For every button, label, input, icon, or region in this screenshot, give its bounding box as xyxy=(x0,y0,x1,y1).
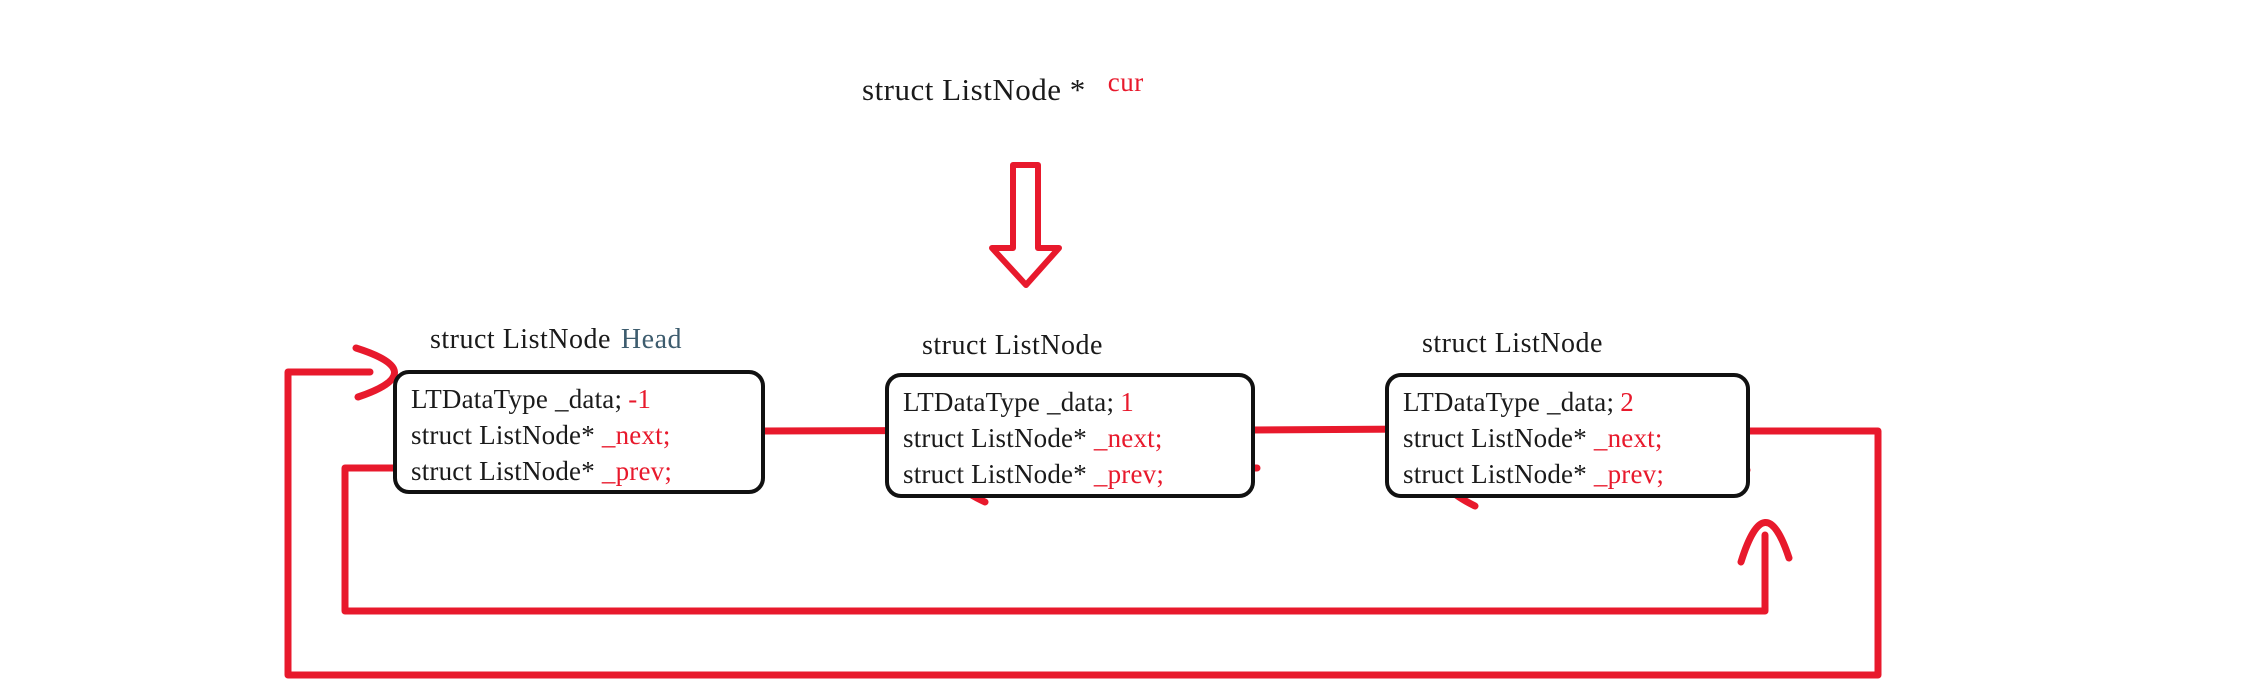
node3-row-next: struct ListNode* _next; xyxy=(1403,420,1664,456)
cur-down-arrow-icon xyxy=(989,162,1062,288)
node-box-third[interactable]: LTDataType _data;2 struct ListNode* _nex… xyxy=(1385,373,1750,498)
node3-next-type: struct ListNode* xyxy=(1403,423,1587,453)
cur-variable-name: cur xyxy=(1107,67,1144,97)
node2-title-prefix: struct ListNode xyxy=(922,330,1103,361)
node3-data-label: LTDataType _data; xyxy=(1403,387,1615,417)
node-box-second[interactable]: LTDataType _data;1 struct ListNode* _nex… xyxy=(885,373,1255,498)
node-box-head[interactable]: LTDataType _data;-1 struct ListNode* _ne… xyxy=(393,370,765,494)
node1-prev-type: struct ListNode* xyxy=(411,456,595,486)
node2-data-label: LTDataType _data; xyxy=(903,387,1115,417)
node2-next-type: struct ListNode* xyxy=(903,423,1087,453)
node1-row-prev: struct ListNode* _prev; xyxy=(411,453,672,489)
node-title-second: struct ListNode xyxy=(922,330,1113,362)
node1-fields: LTDataType _data;-1 struct ListNode* _ne… xyxy=(411,381,672,489)
node3-data-value: 2 xyxy=(1620,387,1634,417)
arrow-inner-loop-up-head xyxy=(1737,519,1793,566)
node1-data-value: -1 xyxy=(628,384,652,414)
node1-next-field: _next; xyxy=(601,420,671,450)
node3-fields: LTDataType _data;2 struct ListNode* _nex… xyxy=(1403,384,1664,492)
node2-data-value: 1 xyxy=(1120,387,1134,417)
arrow-outer-loop-head xyxy=(352,344,398,401)
node2-prev-field: _prev; xyxy=(1093,459,1165,489)
cur-pointer-declaration: struct ListNode * cur xyxy=(862,67,1144,108)
node3-row-data: LTDataType _data;2 xyxy=(1403,384,1664,420)
node1-row-data: LTDataType _data;-1 xyxy=(411,381,672,417)
node3-row-prev: struct ListNode* _prev; xyxy=(1403,456,1664,492)
node2-row-data: LTDataType _data;1 xyxy=(903,384,1164,420)
node1-next-type: struct ListNode* xyxy=(411,420,595,450)
node-title-third: struct ListNode xyxy=(1422,328,1613,360)
cur-type-text: struct ListNode * xyxy=(862,72,1086,107)
node2-row-prev: struct ListNode* _prev; xyxy=(903,456,1164,492)
node2-row-next: struct ListNode* _next; xyxy=(903,420,1164,456)
node3-title-prefix: struct ListNode xyxy=(1422,328,1603,359)
node1-title-prefix: struct ListNode xyxy=(430,324,611,355)
node2-prev-type: struct ListNode* xyxy=(903,459,1087,489)
node3-next-field: _next; xyxy=(1593,423,1663,453)
node1-prev-field: _prev; xyxy=(601,456,673,486)
node1-title-name: Head xyxy=(620,324,682,355)
node3-prev-type: struct ListNode* xyxy=(1403,459,1587,489)
node1-row-next: struct ListNode* _next; xyxy=(411,417,672,453)
node2-fields: LTDataType _data;1 struct ListNode* _nex… xyxy=(903,384,1164,492)
node3-prev-field: _prev; xyxy=(1593,459,1665,489)
node2-next-field: _next; xyxy=(1093,423,1163,453)
node-title-head: struct ListNode Head xyxy=(430,324,682,356)
node1-data-label: LTDataType _data; xyxy=(411,384,623,414)
